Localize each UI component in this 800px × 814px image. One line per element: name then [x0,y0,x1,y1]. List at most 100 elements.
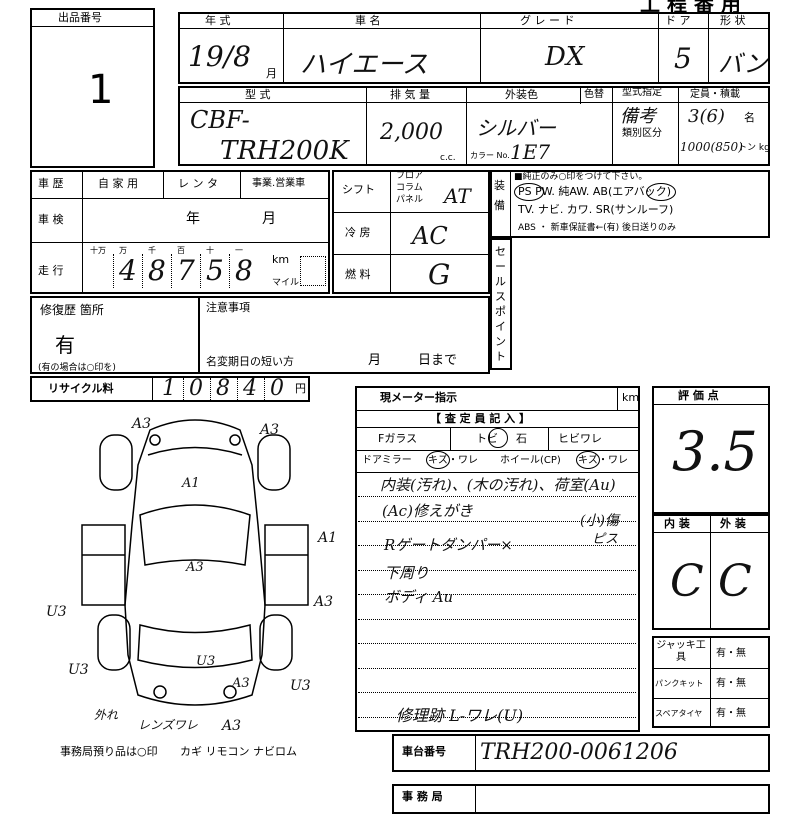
recycle-divider [237,378,238,400]
history-business: 事業.営業車 [252,178,306,189]
inspector-side-2: ピス [592,532,619,547]
mileage-digit: 5 [206,254,224,287]
inspector-line-5: ボディ Au [384,588,454,606]
inspector-rule [358,496,636,497]
wheel-label: ホイール(CP) [500,455,561,466]
mileage-divider [171,254,172,288]
inspector-rule [358,717,636,718]
model-line1: CBF- [190,106,250,134]
header-title: 工 程 番 用 [640,0,741,16]
door-mirror-label: ドアミラー [362,455,412,466]
car-name-value: ハイエース [300,50,428,80]
load-value: 1000(850) [680,140,743,154]
mileage-unit-4: 十 [206,246,214,255]
damage-mark-8: U3 [196,654,216,669]
mileage-divider [113,254,114,288]
office-items-note: 事務局預り品は○印 [60,745,158,758]
score-label: 評 価 点 [678,389,719,402]
recycle-digit: 0 [189,376,203,401]
inspector-rule [358,692,636,693]
shaken-month: 月 [262,211,276,227]
shape-label: 形 状 [720,14,746,27]
selling-point-box [490,238,512,370]
mileage-digit: 8 [235,254,253,287]
equipment-box [490,170,770,238]
doors-value: 5 [674,42,692,75]
inspector-line-4: 下周り [384,564,430,582]
recycle-divider [264,378,265,400]
ac-label: 冷 房 [345,226,371,239]
notes-box [198,296,490,374]
condition-box [652,514,770,630]
stone-label: 石 [516,432,527,445]
mileage-label: 走 行 [38,264,64,277]
recycle-label: リサイクル料 [48,382,114,395]
color-value: シルバー [476,116,556,140]
office-box [392,784,770,814]
equipment-line3: ABS ・ 新車保証書←(有) 後日送りのみ [518,223,677,233]
mileage-digit: 7 [177,254,195,287]
history-private: 自 家 用 [98,177,138,190]
inspector-box [355,386,640,732]
load-unit: トン kg [738,143,770,153]
year-unit: 月 [266,67,277,80]
chassis-number: TRH200-0061206 [480,740,678,765]
fuel-value: G [428,258,451,291]
repair-value: 有 [55,333,75,357]
lot-box [30,8,155,168]
year-label: 年 式 [205,14,231,27]
notes-label: 注意事項 [206,301,250,314]
equipment-line1: PS PW. 純AW. AB(エアバック) [518,185,672,198]
displacement-value: 2,000 [380,120,443,145]
color-label: 外装色 [505,88,538,101]
inspector-rule [358,643,636,644]
exterior-label: 外 装 [720,517,746,530]
doors-label: ド ア [665,14,691,27]
office-label: 事 務 局 [402,790,443,803]
inspector-rule [358,594,636,595]
grade-label: グ レ ー ド [520,14,575,27]
history-rental: レ ン タ [178,177,218,190]
office-items-list: カギ リモコン ナビロム [180,745,297,758]
recycle-divider [183,378,184,400]
recycle-digit: 8 [216,376,230,401]
repair-note: (有の場合は○印を) [38,363,116,373]
damage-mark-11: U3 [290,678,311,694]
interior-label: 内 装 [664,517,690,530]
mile-label: マイル [272,278,300,288]
name-change-day: 日まで [418,353,458,368]
shift-floor: フロア [396,171,424,181]
ps-circle [514,183,544,201]
tools-box [652,636,770,728]
name-label: 車 名 [355,14,381,27]
shaken-year: 年 [186,211,200,227]
color-change-label: 色替 [584,89,604,100]
damage-mark-10: A3 [232,676,250,691]
mileage-digit: 4 [119,254,137,287]
spare-tire-value: 有・無 [716,708,746,719]
mileage-divider [142,254,143,288]
model-box [178,86,770,166]
inspector-line-1: 内装(汚れ)、(木の汚れ)、荷室(Au) [380,476,616,494]
inspector-bottom: 修理跡 L-ワレ(U) [396,706,524,725]
grade-value: DX [545,42,585,72]
inspector-line-2: (Ac)修えがき [382,502,473,520]
inspector-rule [358,570,636,571]
chassis-box [392,734,770,772]
mileage-divider [229,254,230,288]
jack-label: ジャッキ工具 [656,640,706,663]
model-line2: TRH200K [220,136,349,166]
car-damage-diagram [81,419,309,706]
capacity-value: 3(6) [688,106,725,127]
damage-mark-7: U3 [46,604,67,620]
puncture-kit-value: 有・無 [716,678,746,689]
color-code-value: 1E7 [510,140,551,164]
history-grid [30,170,330,294]
equipment-line2: TV. ナビ. カワ. SR(サンルーフ) [518,203,674,216]
color-code-label: カラー No. [470,151,510,160]
spare-tire-label: スペアタイヤ [655,709,703,718]
shape-value: バン [718,50,768,78]
crack-label: ヒビワレ [558,432,602,445]
mileage-unit-0: 十万 [90,246,106,255]
displacement-label: 排 気 量 [390,88,430,101]
